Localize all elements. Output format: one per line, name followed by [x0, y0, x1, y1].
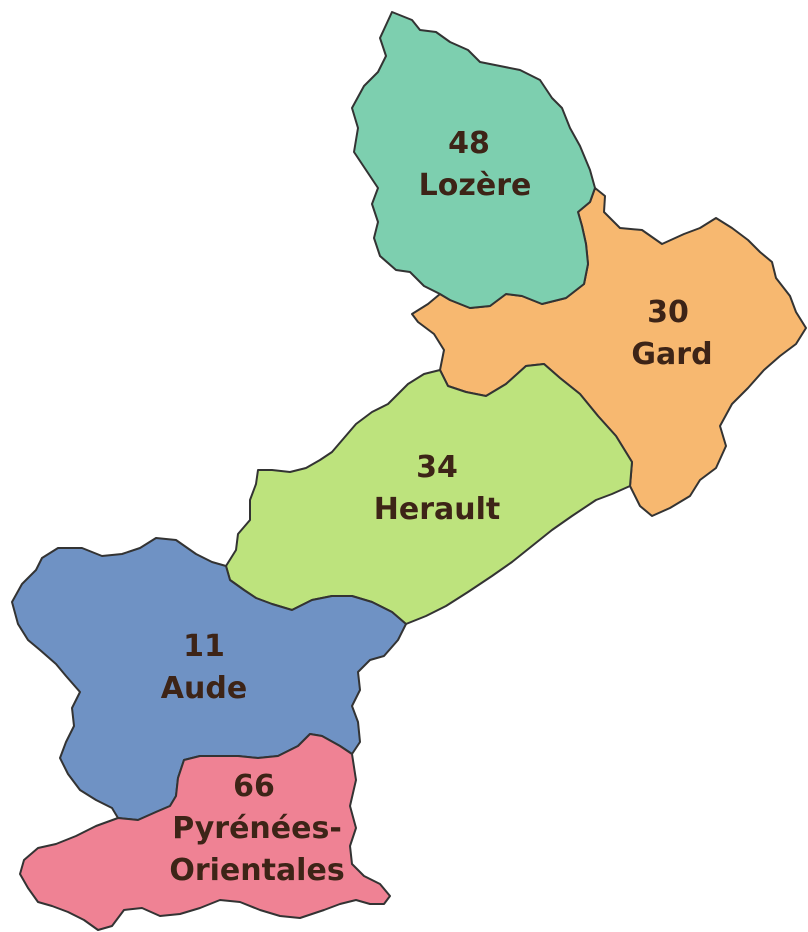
gard-number: 30	[647, 295, 689, 330]
aude-name: Aude	[161, 671, 247, 706]
region-pyrenees-orientales[interactable]	[19, 733, 391, 931]
herault-number: 34	[416, 450, 458, 485]
lozere-number: 48	[448, 126, 490, 161]
label-lozere: 48 Lozère	[419, 126, 532, 203]
pyrenees-number: 66	[233, 769, 275, 804]
label-herault: 34 Herault	[374, 450, 500, 527]
pyrenees-name-line1: Pyrénées-	[172, 811, 342, 846]
herault-name: Herault	[374, 492, 500, 527]
pyrenees-name-line2: Orientales	[169, 853, 344, 888]
label-aude: 11 Aude	[161, 629, 247, 706]
label-pyrenees-orientales: 66 Pyrénées- Orientales	[169, 769, 344, 888]
gard-name: Gard	[631, 337, 712, 372]
region-lozere[interactable]	[351, 11, 596, 309]
aude-number: 11	[183, 629, 225, 664]
label-gard: 30 Gard	[631, 295, 712, 372]
lozere-name: Lozère	[419, 168, 532, 203]
